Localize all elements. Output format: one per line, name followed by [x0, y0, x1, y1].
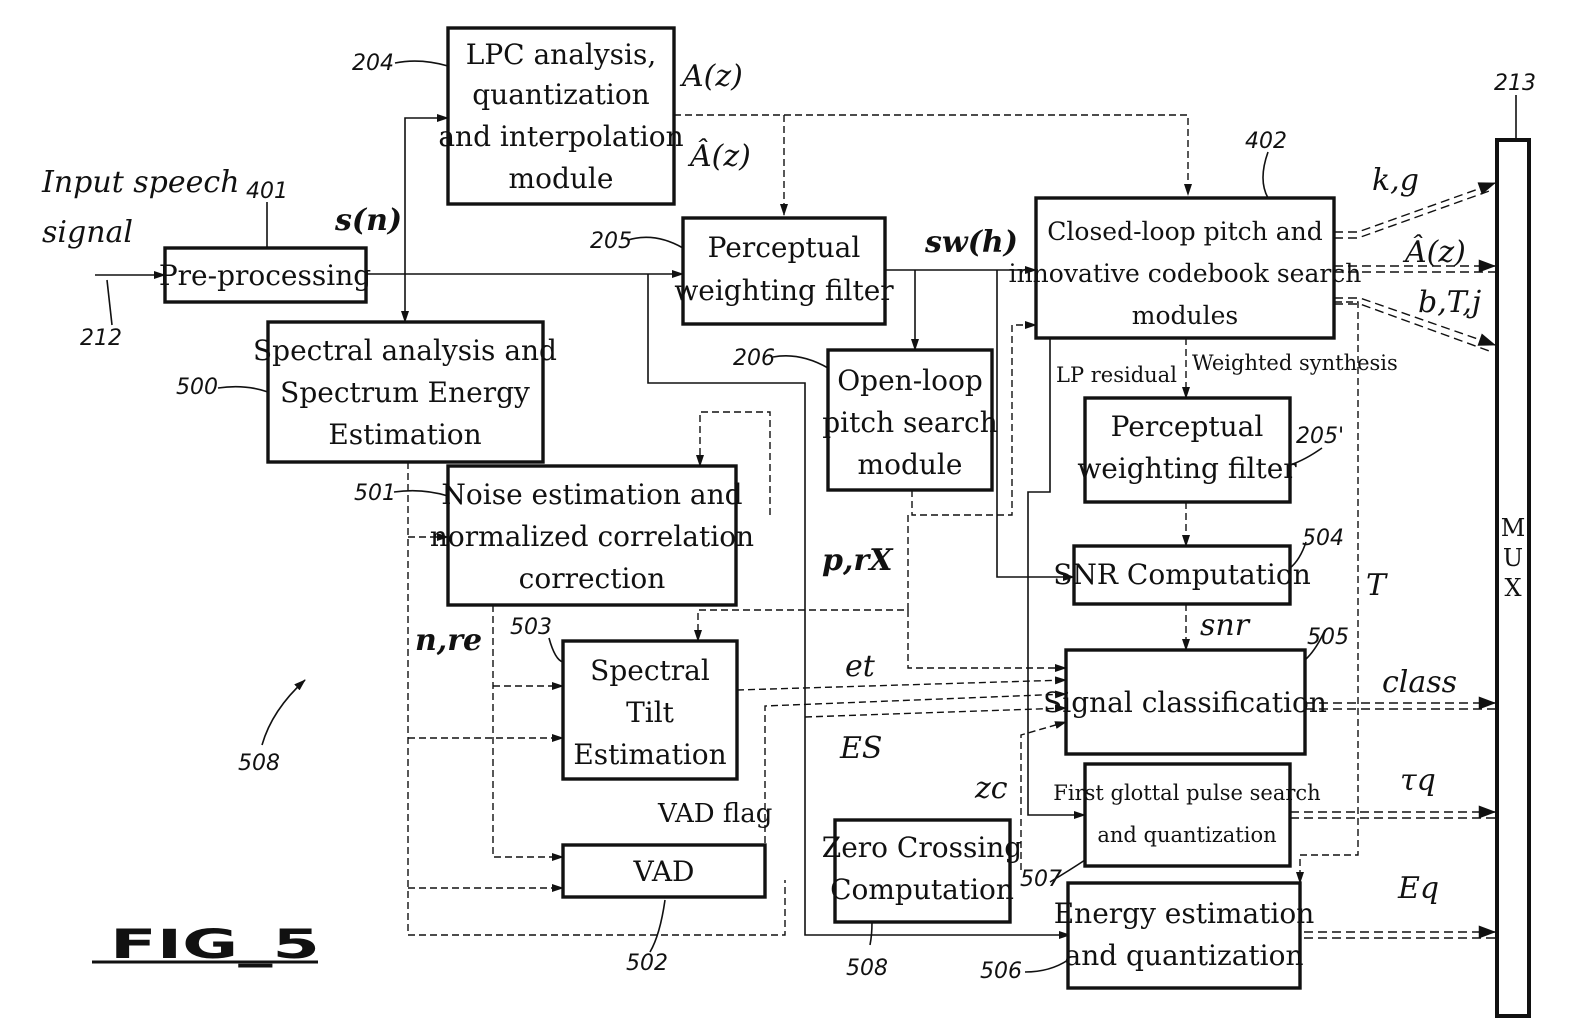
- block-signal-classification: Signal classification: [1043, 648, 1327, 756]
- block-spectral-tilt: Spectral Tilt Estimation: [561, 639, 739, 781]
- label-a-hat-z: Â(z): [687, 138, 751, 174]
- label-a-z: A(z): [679, 59, 743, 94]
- ref-204: 204: [352, 51, 394, 76]
- block-open-loop-pitch: Open-loop pitch search module: [822, 348, 998, 492]
- label-tau-q: τq: [1400, 763, 1436, 798]
- ref-504: 504: [1302, 526, 1344, 551]
- block-tilt-line-3: Estimation: [573, 738, 726, 771]
- ref-502: 502: [626, 951, 668, 976]
- block-class-line-1: Signal classification: [1043, 686, 1327, 719]
- block-closed-line-3: modules: [1132, 301, 1238, 330]
- label-t: T: [1366, 568, 1388, 603]
- ref-401: 401: [246, 179, 288, 204]
- label-a-hat-out: Â(z): [1402, 234, 1466, 270]
- ref-206: 206: [733, 346, 775, 371]
- label-zc: zc: [974, 771, 1008, 806]
- label-et: et: [845, 649, 876, 684]
- block-energy-estimation: Energy estimation and quantization: [1054, 881, 1315, 990]
- block-spectral-line-3: Estimation: [328, 418, 481, 451]
- block-glottal-line-1: First glottal pulse search: [1053, 781, 1320, 805]
- block-energy-line-2: and quantization: [1065, 939, 1304, 972]
- ref-503: 503: [510, 615, 552, 640]
- block-pw2-line-1: Perceptual: [1111, 410, 1264, 443]
- block-energy-line-1: Energy estimation: [1054, 897, 1315, 930]
- block-closed-line-2: innovative codebook search: [1009, 259, 1362, 288]
- block-lpc-line-2: quantization: [472, 78, 649, 111]
- block-mux: M U X: [1495, 138, 1531, 1018]
- ref-205-prime: 205': [1296, 424, 1344, 449]
- ref-508-bottom: 508: [846, 956, 888, 981]
- reference-numerals: 204 401 212 205 206 402 213 500 501 503 …: [80, 51, 1536, 984]
- label-sw-n: sw(h): [924, 225, 1018, 260]
- block-pre-processing: Pre-processing: [159, 246, 371, 304]
- ref-507: 507: [1020, 867, 1062, 892]
- block-pw-line-1: Perceptual: [708, 231, 861, 264]
- block-pre-line-1: Pre-processing: [159, 259, 371, 292]
- block-lpc-line-1: LPC analysis,: [466, 38, 657, 71]
- ref-205: 205: [590, 229, 632, 254]
- block-zc-line-1: Zero Crossing: [822, 831, 1023, 864]
- block-snr-computation: SNR Computation: [1053, 544, 1311, 606]
- block-perceptual-weighting-filter-2: Perceptual weighting filter: [1077, 396, 1297, 504]
- block-snr-line-1: SNR Computation: [1053, 558, 1311, 591]
- block-lpc-line-4: module: [509, 162, 614, 195]
- label-class: class: [1382, 665, 1457, 700]
- label-lp-residual: LP residual: [1056, 363, 1177, 387]
- figure-caption: FIG_5: [92, 922, 320, 968]
- label-p-rx: p,rX: [822, 543, 894, 578]
- block-tilt-line-2: Tilt: [626, 696, 675, 729]
- ref-508-top: 508: [238, 751, 280, 776]
- ref-501: 501: [354, 481, 396, 506]
- block-perceptual-weighting-filter: Perceptual weighting filter: [674, 216, 894, 326]
- label-snr: snr: [1200, 608, 1251, 643]
- ref-505: 505: [1307, 625, 1349, 650]
- block-noise-line-2: normalized correlation: [430, 520, 754, 553]
- block-noise-line-3: correction: [519, 562, 666, 595]
- label-vad-flag: VAD flag: [657, 799, 772, 829]
- block-openloop-line-1: Open-loop: [837, 364, 983, 397]
- block-pw2-line-2: weighting filter: [1077, 452, 1297, 485]
- label-input-line-2: signal: [42, 215, 133, 250]
- block-closed-loop-search: Closed-loop pitch and innovative codeboo…: [1009, 196, 1362, 340]
- block-spectral-line-1: Spectral analysis and: [253, 334, 557, 367]
- label-s-n: s(n): [334, 203, 402, 238]
- block-noise-line-1: Noise estimation and: [441, 478, 742, 511]
- figure-caption-text: FIG_5: [110, 922, 320, 968]
- ref-402: 402: [1245, 129, 1287, 154]
- block-first-glottal-pulse: First glottal pulse search and quantizat…: [1053, 762, 1321, 868]
- block-spectral-analysis: Spectral analysis and Spectrum Energy Es…: [253, 320, 557, 464]
- block-mux-letter-1: M: [1501, 514, 1526, 542]
- block-zero-crossing: Zero Crossing Computation: [822, 818, 1023, 924]
- block-pw-line-2: weighting filter: [674, 274, 894, 307]
- signal-labels: Input speech signal s(n) A(z) Â(z) sw(h)…: [41, 59, 1481, 906]
- ref-213: 213: [1494, 71, 1536, 96]
- block-mux-letter-2: U: [1503, 544, 1523, 572]
- ref-212: 212: [80, 326, 122, 351]
- ref-506: 506: [980, 959, 1022, 984]
- ref-500: 500: [176, 375, 218, 400]
- block-noise-estimation: Noise estimation and normalized correlat…: [430, 464, 754, 607]
- block-spectral-line-2: Spectrum Energy: [280, 376, 530, 409]
- label-n-re: n,re: [415, 623, 482, 658]
- block-zc-line-2: Computation: [830, 873, 1014, 906]
- block-lpc-analysis: LPC analysis, quantization and interpola…: [438, 26, 684, 206]
- block-vad-line-1: VAD: [633, 855, 695, 888]
- label-k-g: k,g: [1372, 163, 1419, 198]
- block-tilt-line-1: Spectral: [590, 654, 710, 687]
- label-weighted-synthesis: Weighted synthesis: [1192, 351, 1398, 375]
- block-vad: VAD: [561, 843, 767, 899]
- label-e-q: Eq: [1397, 871, 1439, 906]
- block-closed-line-1: Closed-loop pitch and: [1047, 217, 1322, 246]
- label-b-t-j: b,T,j: [1418, 285, 1481, 320]
- block-lpc-line-3: and interpolation: [438, 120, 683, 153]
- block-glottal-line-2: and quantization: [1097, 823, 1276, 847]
- label-input-line-1: Input speech: [41, 165, 240, 200]
- block-openloop-line-2: pitch search: [822, 406, 997, 439]
- block-mux-letter-3: X: [1504, 574, 1521, 602]
- connections: [95, 60, 1517, 973]
- label-es: ES: [839, 731, 882, 766]
- block-openloop-line-3: module: [858, 448, 963, 481]
